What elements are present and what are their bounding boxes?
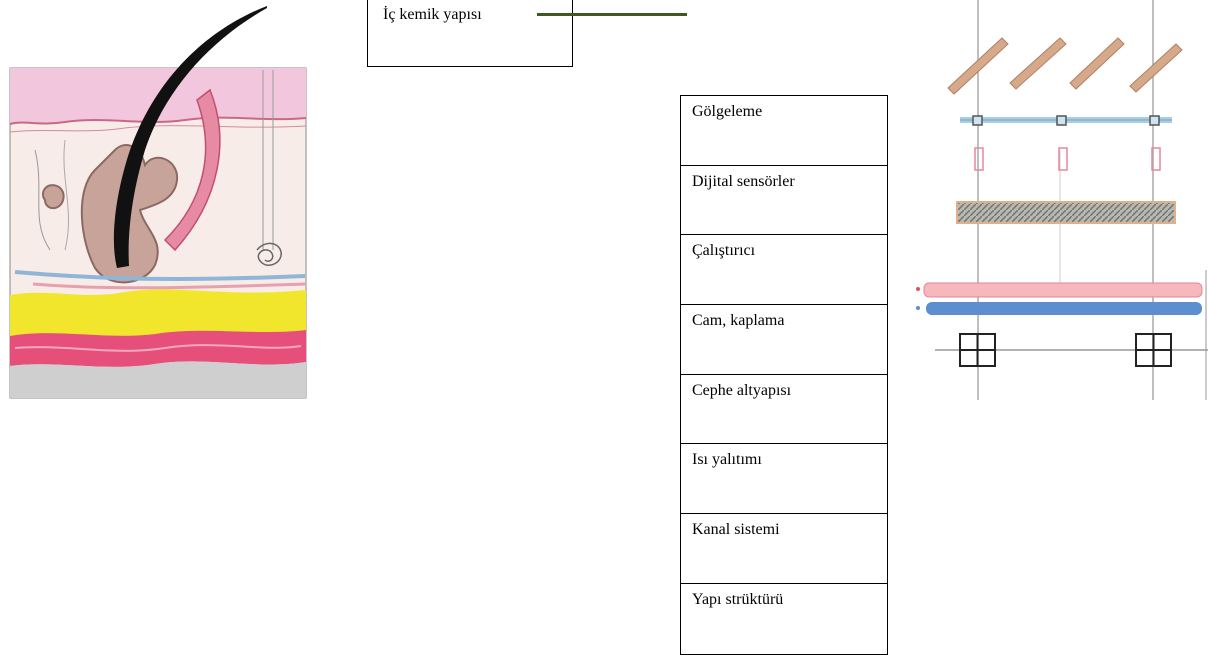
connector-line — [537, 13, 687, 16]
layer-table: Gölgeleme Dijital sensörler Çalıştırıcı … — [680, 95, 888, 655]
fat-layer — [10, 289, 306, 336]
duct-system-bar — [926, 302, 1202, 315]
layer-cell-facade-infrastructure: Cephe altyapısı — [681, 375, 887, 445]
actuator — [974, 147, 984, 171]
nerve-line — [34, 149, 51, 251]
structure-column-square — [959, 333, 996, 367]
sensor-node — [1056, 115, 1067, 126]
layer-cell-duct-system: Kanal sistemi — [681, 514, 887, 584]
blood-vessel-blue — [14, 270, 306, 281]
actuator — [1151, 147, 1161, 171]
structure-column-square — [1135, 333, 1172, 367]
thermal-insulation-bar — [923, 282, 1203, 298]
actuator — [1058, 147, 1068, 171]
sensor-node — [1149, 115, 1160, 126]
layer-cell-structure: Yapı strüktürü — [692, 590, 784, 608]
blood-vessel-red — [32, 282, 306, 290]
thermal-dot — [916, 287, 920, 291]
arrector-muscle — [163, 88, 221, 252]
facade-layers-illustration — [916, 0, 1208, 400]
skin-cross-section-illustration — [9, 6, 307, 399]
glass-cladding-bar — [956, 201, 1176, 224]
layer-cell-insulation: Isı yalıtımı — [681, 444, 887, 515]
muscle-streak — [14, 344, 302, 352]
follicle-blob — [41, 184, 65, 210]
duct-dot — [916, 306, 920, 310]
top-label: İç kemik yapısı — [383, 6, 482, 23]
shading-louvers — [947, 37, 1183, 95]
nerve-line — [63, 139, 70, 251]
layer-cell-shading: Gölgeleme — [681, 96, 887, 166]
epidermis-line-2 — [9, 125, 307, 133]
sensor-node — [972, 115, 983, 126]
base-layer — [10, 361, 306, 398]
layer-cell-glass: Cam, kaplama — [681, 305, 887, 375]
layer-cell-sensors: Dijital sensörler — [681, 166, 887, 236]
layer-cell-actuator: Çalıştırıcı — [681, 235, 887, 306]
sweat-gland — [256, 242, 282, 266]
hair-shaft — [113, 6, 267, 268]
top-label-box — [367, 0, 573, 67]
